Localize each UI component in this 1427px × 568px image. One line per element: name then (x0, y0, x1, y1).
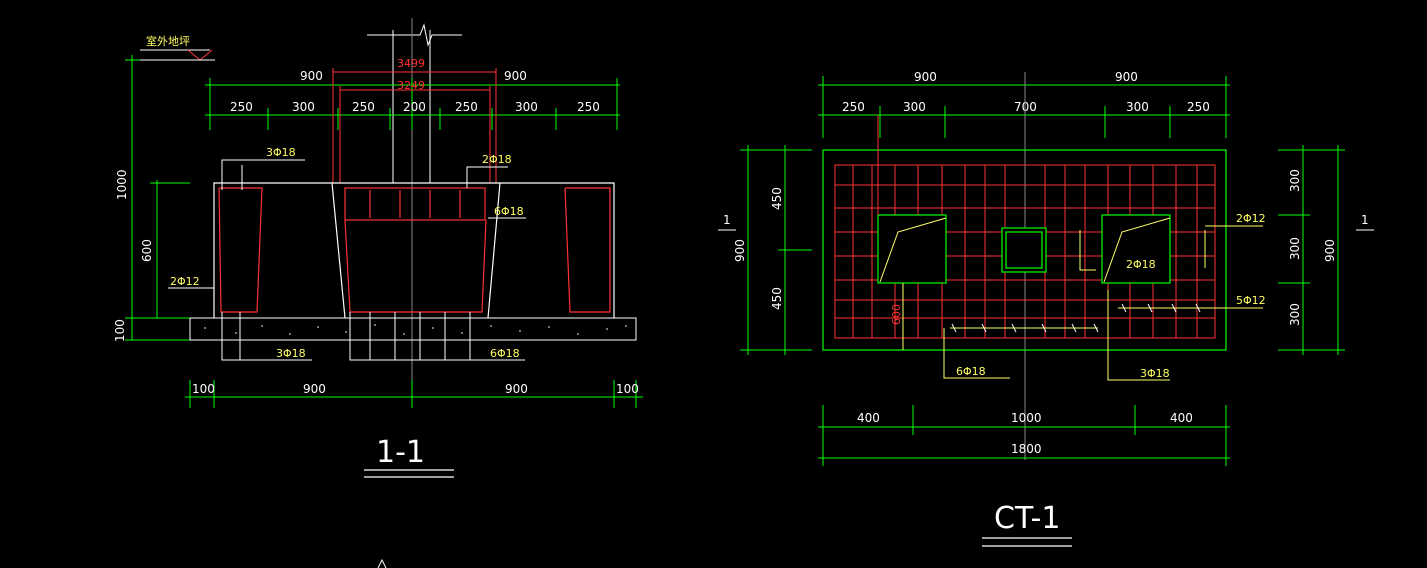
bottom-dim-100-right: 100 (616, 382, 639, 396)
rebar-label-top-right: 2Φ18 (482, 153, 512, 166)
rebar-label-bottom-right: 6Φ18 (490, 347, 520, 360)
bottom-dim-100-left: 100 (192, 382, 215, 396)
plan-rebar-bottom-right: 3Φ18 (1140, 367, 1170, 380)
dim-250-b: 250 (352, 100, 375, 114)
plan-right-300-top: 300 (1288, 169, 1302, 192)
plan-rebar-markers (902, 225, 1263, 381)
plan-outline (822, 149, 1227, 351)
left-dim-1000: 1000 (115, 169, 129, 200)
plan-section-mark-right: 1 (1361, 213, 1369, 227)
column-stub (367, 18, 462, 400)
dim-250-a: 250 (230, 100, 253, 114)
plan-top-900-left: 900 (914, 70, 937, 84)
bottom-dim-900-right: 900 (505, 382, 528, 396)
plan-dim-250-right: 250 (1187, 100, 1210, 114)
plan-right-300-mid: 300 (1288, 237, 1302, 260)
plan-bottom-400-right: 400 (1170, 411, 1193, 425)
rebar-label-mid-right: 6Φ18 (494, 205, 524, 218)
top-dim-900-left: 900 (300, 69, 323, 83)
plan-bottom-1000: 1000 (1011, 411, 1042, 425)
plan-top-900-right: 900 (1115, 70, 1138, 84)
section-rebar (218, 187, 611, 313)
plan-piles (877, 214, 1171, 284)
blinding-layer (189, 317, 637, 341)
plan-ct-1: 900 900 250 300 700 300 250 (718, 70, 1374, 547)
red-dim-3249: 3249 (397, 79, 425, 92)
plan-right-900: 900 (1323, 239, 1337, 262)
plan-section-mark-left: 1 (723, 213, 731, 227)
dim-300-b: 300 (515, 100, 538, 114)
plan-left-450-top: 450 (770, 187, 784, 210)
plan-rebar-bottom-left: 6Φ18 (956, 365, 986, 378)
left-dim-100: 100 (113, 319, 127, 342)
plan-left-900: 900 (733, 239, 747, 262)
rebar-label-bottom-left: 3Φ18 (276, 347, 306, 360)
plan-left-450-bottom: 450 (770, 287, 784, 310)
rebar-label-left: 2Φ12 (170, 275, 200, 288)
pile-cap-outline (213, 182, 615, 319)
plan-dim-250-left: 250 (842, 100, 865, 114)
bottom-column-stub (377, 558, 387, 568)
ground-label: 室外地坪 (146, 34, 190, 48)
plan-tick-marks (951, 303, 1201, 333)
plan-dim-300-left: 300 (903, 100, 926, 114)
top-dim-900-right: 900 (504, 69, 527, 83)
left-dim-600: 600 (140, 239, 154, 262)
plan-left-dimensions (740, 145, 812, 355)
plan-rebar-right-mid: 5Φ12 (1236, 294, 1266, 307)
section-title: 1-1 (376, 435, 425, 470)
ground-level-marker: 室外地坪 (130, 34, 215, 61)
plan-rebar-right-top: 2Φ12 (1236, 212, 1266, 225)
bottom-dim-900-left: 900 (303, 382, 326, 396)
red-dim-3499: 3499 (397, 57, 425, 70)
plan-small-dim: 600 (890, 304, 903, 325)
plan-bottom-dimensions (818, 405, 1230, 466)
plan-pile-marks (879, 217, 1171, 283)
plan-right-300-bottom: 300 (1288, 303, 1302, 326)
plan-bottom-1800: 1800 (1011, 442, 1042, 456)
dim-300-a: 300 (292, 100, 315, 114)
rebar-label-top-left: 3Φ18 (266, 146, 296, 159)
section-1-1: 室外地坪 (113, 18, 643, 478)
section-left-dimensions (125, 55, 190, 341)
section-top-dimensions (205, 78, 620, 130)
section-leaders (168, 159, 526, 361)
section-bottom-dimensions (185, 380, 643, 408)
plan-rebar-center: 2Φ18 (1126, 258, 1156, 271)
plan-right-dimensions (1278, 145, 1345, 355)
plan-bottom-400-left: 400 (857, 411, 880, 425)
dim-250-c: 250 (455, 100, 478, 114)
dim-250-d: 250 (577, 100, 600, 114)
plan-title: CT-1 (994, 501, 1060, 536)
dim-200: 200 (403, 100, 426, 114)
plan-dim-300-right: 300 (1126, 100, 1149, 114)
